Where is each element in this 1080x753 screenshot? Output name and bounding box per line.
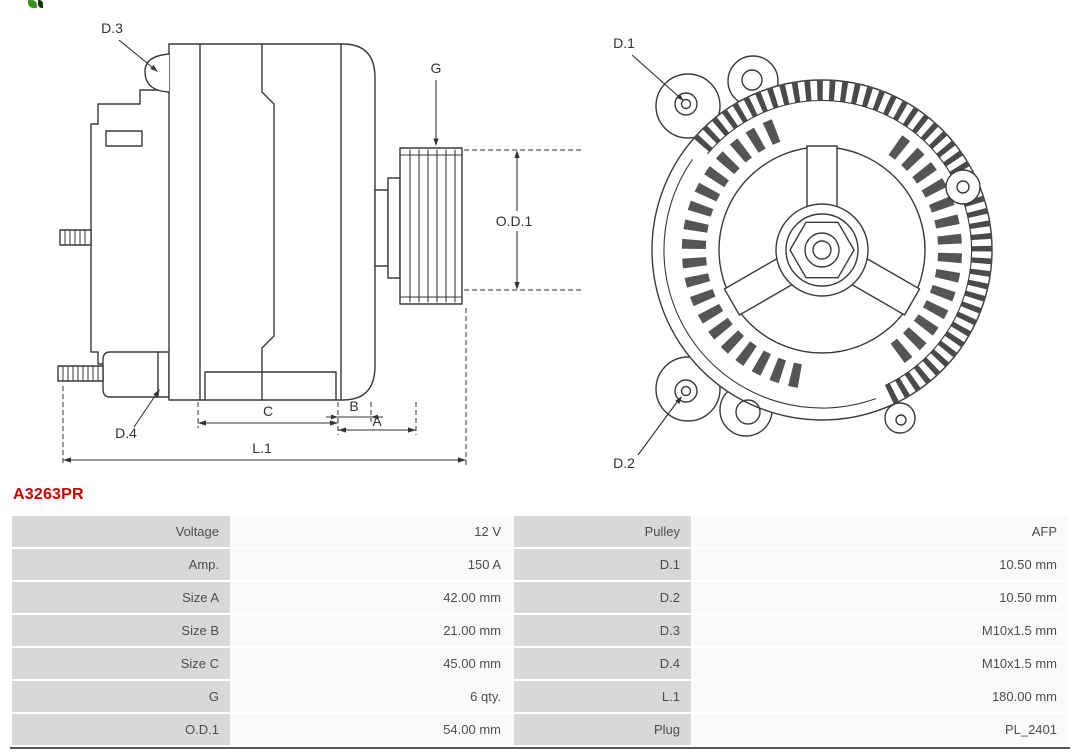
- spec-value-cell: 12 V: [232, 516, 512, 547]
- dim-label-d2: D.2: [613, 455, 635, 471]
- spec-label-cell: D.1: [514, 549, 691, 580]
- spec-label-cell: Size A: [12, 582, 230, 613]
- logo-dark-shape: [38, 0, 43, 8]
- front-view-arrowheads: [675, 93, 684, 404]
- side-view-arrowheads: [63, 64, 520, 463]
- part-number: A3263PR: [13, 486, 84, 503]
- spec-label-cell: D.4: [514, 648, 691, 679]
- alternator-side-view: [57, 43, 463, 401]
- spec-value-cell: 10.50 mm: [693, 549, 1068, 580]
- spec-label-cell: D.2: [514, 582, 691, 613]
- spec-label-cell: Size C: [12, 648, 230, 679]
- spec-label-cell: L.1: [514, 681, 691, 712]
- dim-label-a: A: [372, 413, 382, 429]
- spec-value-cell: 150 A: [232, 549, 512, 580]
- spec-value-cell: 21.00 mm: [232, 615, 512, 646]
- spec-value-cell: 45.00 mm: [232, 648, 512, 679]
- spec-value-cell: AFP: [693, 516, 1068, 547]
- dim-label-d4: D.4: [115, 425, 137, 441]
- front-view-leader-lines: [631, 54, 679, 456]
- logo-green-shape: [28, 0, 37, 8]
- spec-label-cell: Amp.: [12, 549, 230, 580]
- side-view-dimension-lines: [62, 39, 584, 465]
- dim-label-c: C: [263, 403, 273, 419]
- spec-label-cell: Voltage: [12, 516, 230, 547]
- spec-label-cell: Plug: [514, 714, 691, 745]
- dim-label-d1: D.1: [613, 35, 635, 51]
- spec-value-cell: 6 qty.: [232, 681, 512, 712]
- dim-label-g: G: [431, 60, 442, 76]
- dim-label-b: B: [349, 398, 358, 414]
- spec-value-cell: 10.50 mm: [693, 582, 1068, 613]
- spec-label-cell: Size B: [12, 615, 230, 646]
- alternator-front-view: [651, 55, 993, 437]
- spec-value-cell: 42.00 mm: [232, 582, 512, 613]
- dim-label-d3: D.3: [101, 20, 123, 36]
- alternator-drawing-svg: D.3 G O.D.1 D.4 C B A L.1: [57, 20, 993, 471]
- spec-label-cell: G: [12, 681, 230, 712]
- spec-value-cell: 54.00 mm: [232, 714, 512, 745]
- spec-label-cell: D.3: [514, 615, 691, 646]
- side-view-labels: D.3 G O.D.1 D.4 C B A L.1: [101, 20, 532, 456]
- spec-value-cell: 180.00 mm: [693, 681, 1068, 712]
- cropped-logo-mark: [28, 0, 43, 9]
- spec-label-cell: Pulley: [514, 516, 691, 547]
- spec-label-cell: O.D.1: [12, 714, 230, 745]
- spec-value-cell: M10x1.5 mm: [693, 615, 1068, 646]
- spec-value-cell: M10x1.5 mm: [693, 648, 1068, 679]
- technical-diagram: D.3 G O.D.1 D.4 C B A L.1: [57, 20, 993, 471]
- spec-value-cell: PL_2401: [693, 714, 1068, 745]
- dim-label-od1: O.D.1: [496, 213, 533, 229]
- dim-label-l1: L.1: [252, 440, 272, 456]
